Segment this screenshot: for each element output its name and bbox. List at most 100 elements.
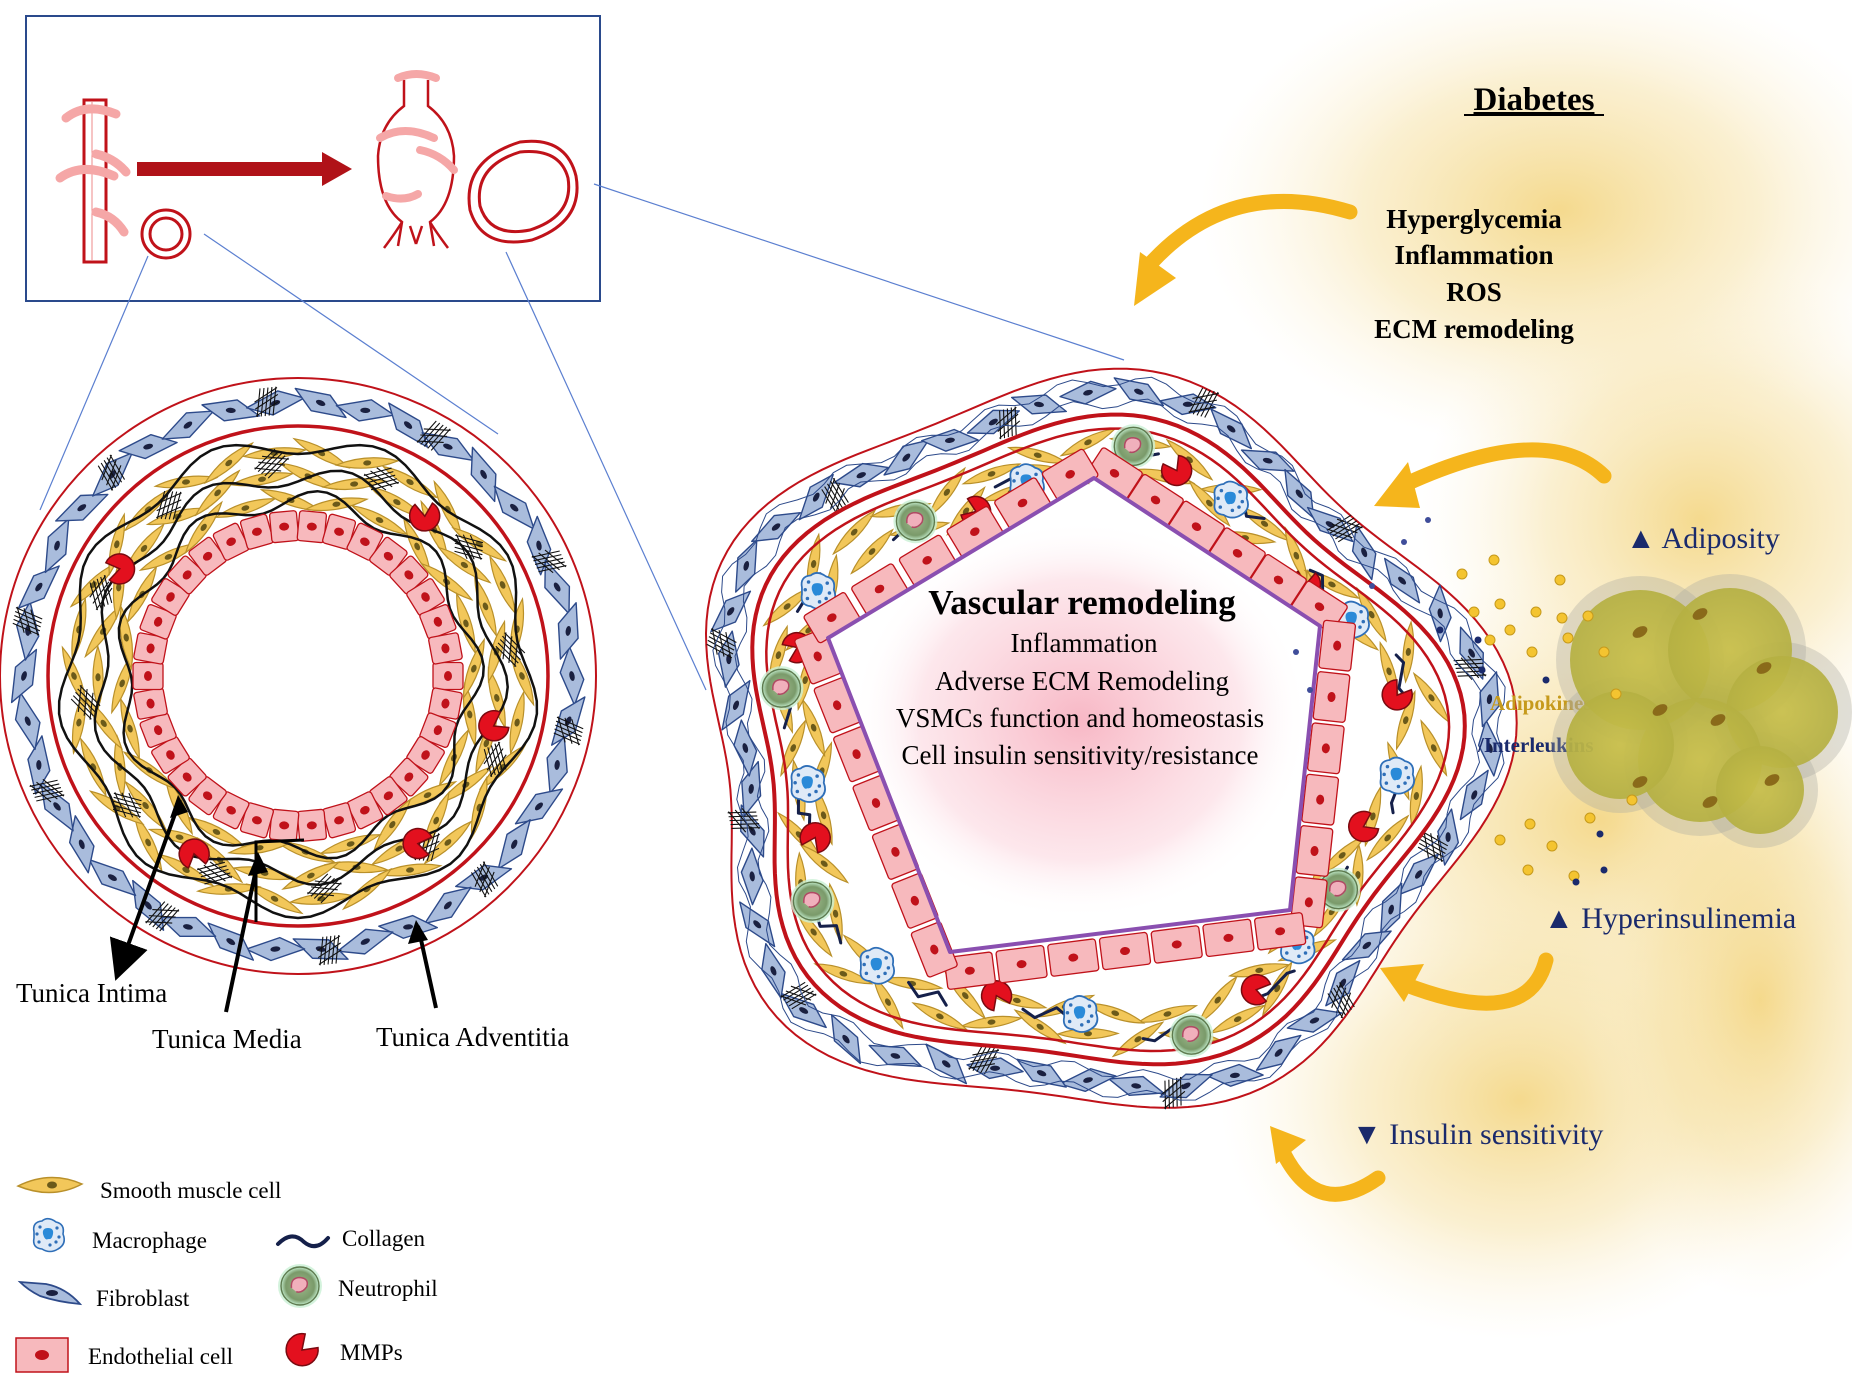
legend-item-endothelial: Endothelial cell (15, 1337, 233, 1373)
adipokine-particle (1626, 794, 1638, 806)
endothelial-cell-icon (322, 513, 357, 550)
endothelial-cell-icon (139, 712, 177, 748)
macrophage-icon (1062, 995, 1099, 1033)
endothelial-cell-icon (346, 791, 384, 830)
fibroblast-icon (1240, 449, 1295, 472)
fibroblast-icon (741, 760, 762, 817)
fibroblast-icon (761, 942, 786, 999)
neutrophil-icon (1316, 867, 1361, 912)
endothelial-cell-icon (369, 536, 408, 576)
adipokine-particle (1610, 688, 1622, 700)
endothelial-cell-icon (803, 592, 861, 644)
adipocyte-nucleus (1710, 714, 1726, 726)
lumen-glow (850, 520, 1310, 920)
legend-item-mmps: MMPs (285, 1332, 403, 1367)
endothelial-cell-icon (428, 632, 463, 665)
endothelial-cell-icon (296, 808, 328, 842)
diabetes-title: Diabetes (1474, 82, 1595, 118)
remodeling-title: Vascular remodeling (928, 583, 1236, 622)
elastin-fiber-icon (416, 420, 451, 451)
effect-ros: ROS (1446, 277, 1502, 307)
spindle-cell-icon (1420, 719, 1448, 777)
spindle-cell-icon (961, 463, 1022, 485)
endothelial-cell-icon (167, 757, 207, 797)
elastin-fiber-icon (780, 981, 817, 1010)
endothelial-cell-icon (1295, 825, 1334, 877)
effect-hyperglycemia: Hyperglycemia (1386, 204, 1562, 234)
endothelial-cell-icon (1041, 448, 1099, 500)
adipocyte-nucleus (1702, 796, 1718, 808)
external-elastic-lamina (750, 412, 1467, 1067)
diabetes-feedback-arrows (1144, 193, 1612, 1202)
remodeling-item-0: Inflammation (1011, 628, 1158, 658)
internal-elastic-line (765, 427, 1451, 1053)
tunica-intima-label: Tunica Intima (16, 978, 167, 1008)
elastin-fiber-icon (12, 606, 43, 636)
endothelial-cell-icon (428, 687, 463, 720)
elastin-fiber-icon (995, 406, 1021, 440)
fibroblast-icon (1437, 808, 1460, 866)
interleukin-particle (1600, 866, 1608, 874)
adipokine-particle (1562, 632, 1574, 644)
curved-arrow-icon (1396, 952, 1554, 1011)
spindle-cell-icon (813, 963, 874, 985)
fibroblast-icon (27, 735, 51, 795)
fibroblast-icon (710, 590, 752, 633)
legend: Smooth muscle cell Macrophage Fibroblast… (15, 1176, 438, 1373)
elastic-lamina-line (57, 443, 539, 920)
mmp-pacman-icon (1160, 454, 1193, 487)
adipocyte-nucleus (1632, 626, 1648, 638)
elastin-fiber-icon (483, 741, 507, 777)
fibroblast-icon (10, 648, 38, 704)
interleukin-particle (1474, 636, 1482, 644)
endothelial-cell-icon (432, 661, 464, 691)
adipokine-particle (1554, 574, 1566, 586)
legend-label-endothelial: Endothelial cell (88, 1344, 233, 1369)
tunica-media-label: Tunica Media (152, 1024, 302, 1054)
endothelial-cell-icon (1254, 912, 1307, 951)
spindle-cell-icon (509, 690, 525, 755)
interleukin-particle (1572, 878, 1580, 886)
adipocyte (1716, 746, 1804, 834)
collagen-fiber-icon (907, 980, 948, 1007)
lumen (165, 543, 431, 809)
tunica-adventitia-label: Tunica Adventitia (376, 1022, 569, 1052)
intima-boundary (826, 476, 1322, 954)
endothelial-cell-icon (1312, 671, 1351, 723)
mmp-pacman-icon (178, 838, 210, 869)
legend-label-macrophage: Macrophage (92, 1228, 207, 1253)
endothelial-cell-icon (188, 536, 227, 576)
fibroblast-icon (1477, 719, 1502, 777)
legend-item-smooth-muscle: Smooth muscle cell (16, 1176, 281, 1203)
endothelial-cell-icon (1150, 925, 1203, 964)
fibroblast-icon (207, 922, 255, 961)
spindle-cell-icon (1056, 1028, 1120, 1040)
macrophage-icon (790, 765, 826, 803)
elastin-fiber-icon (363, 467, 399, 491)
endothelial-cell-icon (943, 951, 996, 990)
neutrophil-icon (278, 1264, 322, 1308)
fibroblast-icon (925, 1043, 968, 1085)
spindle-cell-icon (119, 605, 134, 671)
adipocyte-nucleus (1652, 704, 1668, 716)
endothelial-cell-icon (1202, 918, 1255, 958)
legend-label-collagen: Collagen (342, 1226, 426, 1251)
adipose-tissue-icon (1436, 554, 1852, 886)
endothelial-cell-icon (406, 736, 445, 774)
fibroblast-icon (294, 387, 347, 419)
inset-box (25, 15, 601, 302)
legend-label-fibroblast: Fibroblast (96, 1286, 190, 1311)
mmp-pacman-icon (104, 553, 136, 585)
adipocyte-nucleus (1764, 774, 1780, 786)
fibroblast-icon (733, 719, 758, 777)
adipokine-particle (1598, 646, 1610, 658)
particle (1401, 539, 1407, 545)
endothelial-cell-icon (151, 578, 190, 616)
elastin-fiber-icon (29, 778, 65, 803)
spindle-cell-icon (1111, 1021, 1165, 1058)
endothelial-cell-icon (296, 510, 328, 544)
fibroblast-icon (68, 815, 95, 874)
curved-arrow-icon (1398, 442, 1612, 492)
elastin-fiber-icon (1327, 982, 1355, 1019)
elastic-lamina-line (93, 469, 509, 887)
